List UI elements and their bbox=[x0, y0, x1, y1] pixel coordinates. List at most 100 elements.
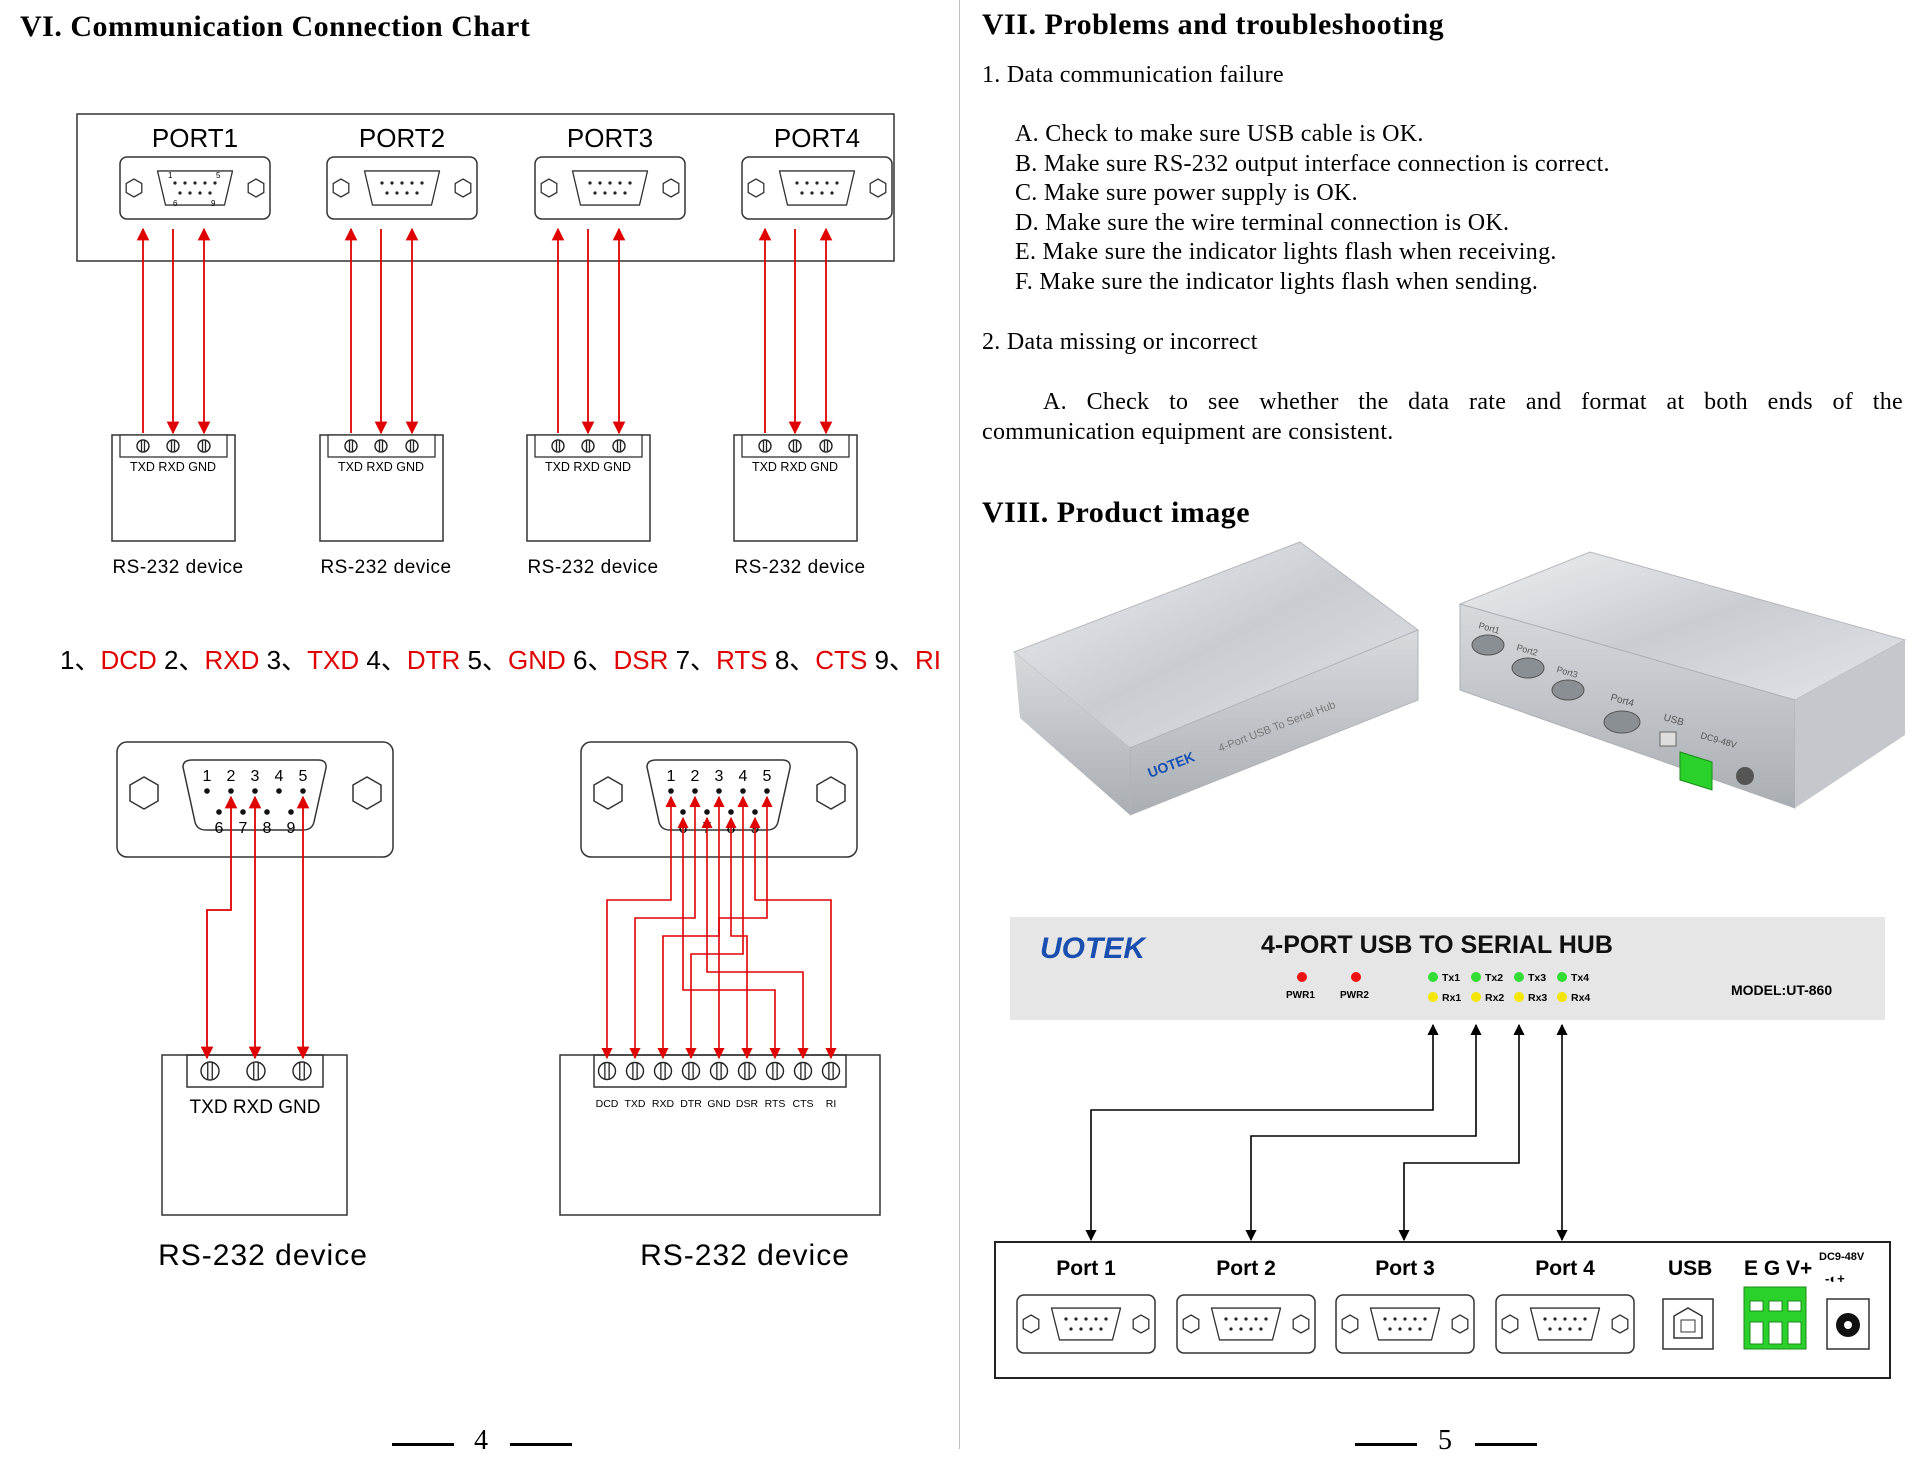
db9-pin bbox=[1403, 1317, 1407, 1321]
db9-pin bbox=[1249, 1327, 1253, 1331]
troubleshoot-item: communication equipment are consistent. bbox=[982, 419, 1394, 445]
rx-led bbox=[1514, 992, 1524, 1002]
pin-name: RI bbox=[915, 645, 941, 675]
section-title-vi: VI. Communication Connection Chart bbox=[20, 10, 531, 43]
db9-pin bbox=[1084, 1317, 1088, 1321]
pin-number: 9 bbox=[287, 820, 296, 837]
db9-pin bbox=[300, 788, 306, 794]
db9-pin bbox=[1548, 1327, 1552, 1331]
db9-pin bbox=[1104, 1317, 1108, 1321]
port-label: PORT4 bbox=[774, 123, 860, 153]
tx-label: Tx3 bbox=[1528, 972, 1546, 984]
db9-pin bbox=[1388, 1327, 1392, 1331]
back-port-label: Port 1 bbox=[1056, 1257, 1116, 1280]
pin-num: 6、 bbox=[572, 645, 614, 675]
screw-hex bbox=[247, 178, 265, 198]
db9-shell bbox=[156, 170, 234, 206]
pin-number: 6 bbox=[215, 820, 224, 837]
db9-pin bbox=[228, 788, 234, 794]
troubleshoot-item: B. Make sure RS-232 output interface con… bbox=[1015, 151, 1610, 177]
db9-pin bbox=[1069, 1327, 1073, 1331]
dc-label: DC9-48V bbox=[1819, 1251, 1865, 1263]
pin-name: GND bbox=[507, 645, 566, 675]
db9-pin bbox=[1244, 1317, 1248, 1321]
troubleshoot-item: F. Make sure the indicator lights flash … bbox=[1015, 269, 1539, 295]
db9-pin bbox=[264, 809, 270, 815]
section-title-viii: VIII. Product image bbox=[982, 496, 1251, 529]
page-rule bbox=[392, 1443, 454, 1446]
db9-port bbox=[1335, 1294, 1475, 1354]
rx-label: Rx2 bbox=[1485, 992, 1504, 1004]
rx-led bbox=[1471, 992, 1481, 1002]
screw-hex bbox=[1292, 1314, 1310, 1334]
db9-pin bbox=[1408, 1327, 1412, 1331]
db9-port bbox=[1176, 1294, 1316, 1354]
tx-led bbox=[1557, 972, 1567, 982]
terminal-screw bbox=[737, 1061, 757, 1081]
pin-number: 4 bbox=[275, 768, 284, 785]
terminal-labels: TXD RXD GND bbox=[338, 460, 424, 474]
db9-pin bbox=[1254, 1317, 1258, 1321]
tx-led bbox=[1514, 972, 1524, 982]
screw-hex bbox=[1501, 1314, 1519, 1334]
pin-number: 5 bbox=[299, 768, 308, 785]
page-number: 4 bbox=[474, 1425, 488, 1456]
db9-port bbox=[1495, 1294, 1635, 1354]
db9-pin bbox=[618, 181, 622, 185]
tx-led bbox=[1428, 972, 1438, 982]
terminal-label: GND bbox=[707, 1098, 731, 1110]
wires-right bbox=[601, 795, 837, 1060]
pin-number: 1 bbox=[203, 768, 212, 785]
pwr-label: PWR1 bbox=[1286, 990, 1315, 1001]
screw-hex bbox=[540, 178, 558, 198]
db9-pin bbox=[1234, 1317, 1238, 1321]
screw-hex bbox=[332, 178, 350, 198]
db9-pin bbox=[240, 809, 246, 815]
db9-pin bbox=[1583, 1317, 1587, 1321]
tx-label: Tx4 bbox=[1571, 972, 1589, 984]
db9-pin bbox=[405, 191, 409, 195]
db9-pin bbox=[1558, 1327, 1562, 1331]
db9-pin bbox=[204, 788, 210, 794]
device-label: RS-232 device bbox=[527, 557, 658, 578]
db9-pin bbox=[188, 191, 192, 195]
db9-pin bbox=[1064, 1317, 1068, 1321]
terminal-labels: TXD RXD GND bbox=[130, 460, 216, 474]
device-label: RS-232 device bbox=[112, 557, 243, 578]
db9-pin bbox=[183, 181, 187, 185]
db9-pin bbox=[213, 181, 217, 185]
device-label: RS-232 device bbox=[320, 557, 451, 578]
screw-hex bbox=[747, 178, 765, 198]
terminal-label: DCD bbox=[596, 1098, 619, 1110]
terminal-screw bbox=[765, 1061, 785, 1081]
egv-label: E G V+ bbox=[1744, 1257, 1812, 1280]
pin-num: 4、 bbox=[366, 645, 407, 675]
terminal-screw bbox=[758, 439, 772, 453]
panel-title: 4-PORT USB TO SERIAL HUB bbox=[1261, 931, 1613, 959]
screw-hex bbox=[1341, 1314, 1359, 1334]
db9-port bbox=[741, 156, 893, 220]
terminal-screw bbox=[612, 439, 626, 453]
wires-left bbox=[200, 795, 310, 1060]
pin-number: 3 bbox=[715, 768, 724, 785]
db9-pin bbox=[728, 809, 734, 815]
terminal-label: DTR bbox=[680, 1098, 702, 1110]
terminal-screw bbox=[788, 439, 802, 453]
pin-number: 1 bbox=[667, 768, 676, 785]
db9-pin bbox=[208, 191, 212, 195]
tx-led bbox=[1471, 972, 1481, 982]
db9-pin bbox=[830, 191, 834, 195]
rs232-devices: TXD RXD GND RS-232 device TXD RXD GND RS-23… bbox=[111, 434, 865, 578]
screw-hex bbox=[1132, 1314, 1150, 1334]
back-port-label: Port 3 bbox=[1375, 1257, 1435, 1280]
port-label: PORT2 bbox=[359, 123, 445, 153]
rx-label: Rx3 bbox=[1528, 992, 1547, 1004]
tx-label: Tx2 bbox=[1485, 972, 1503, 984]
page-divider bbox=[959, 0, 960, 1449]
pin-number: 2 bbox=[691, 768, 700, 785]
page-rule bbox=[1475, 1443, 1537, 1446]
screw-hex bbox=[869, 178, 887, 198]
